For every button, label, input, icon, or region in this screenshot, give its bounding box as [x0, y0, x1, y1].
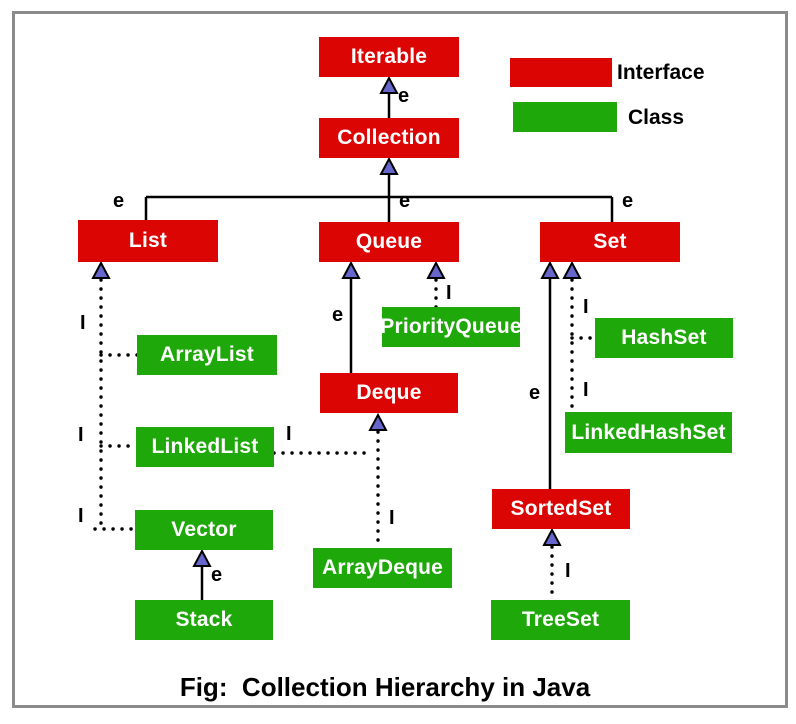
arrowhead-into-queue-from-priorityqueue: [426, 260, 446, 279]
node-deque: Deque: [320, 373, 458, 413]
connector-set-implementors: [570, 278, 597, 414]
edge-label-set-extends-collection: e: [622, 190, 634, 212]
edge-label-queue-extends-collection: e: [399, 190, 411, 212]
arrowhead-into-set-from-sortedset: [540, 260, 560, 279]
figure-caption: Fig: Collection Hierarchy in Java: [179, 672, 591, 702]
edge-label-arraylist-implements-list: I: [80, 312, 86, 334]
arrowhead-into-iterable: [379, 75, 399, 94]
dotted-implements-lines: [93, 278, 597, 602]
edge-label-deque-extends-queue: e: [332, 304, 344, 326]
node-iterable: Iterable: [319, 37, 459, 77]
arrowheads: [91, 75, 582, 567]
arrowhead-into-queue-from-deque: [341, 260, 361, 279]
arrowhead-into-vector: [192, 548, 212, 567]
edge-label-linkedlist-implements-deque: I: [286, 423, 292, 445]
connector-deque-implementors: [272, 430, 380, 550]
arrowhead-into-set-from-implementors: [562, 260, 582, 279]
arrowhead-into-sortedset: [542, 527, 562, 546]
edge-label-priorityqueue-implements-queue: I: [446, 282, 452, 304]
connector-branch-collection-list-queue-set: [144, 173, 614, 222]
node-priorityqueue: PriorityQueue: [380, 307, 522, 347]
legend-class-swatch: [513, 102, 617, 132]
arrowhead-into-list: [91, 260, 111, 279]
edge-label-hashset-implements-set: I: [583, 296, 589, 318]
edge-label-stack-extends-vector: e: [211, 564, 223, 586]
node-list: List: [78, 220, 218, 262]
node-linkedlist: LinkedList: [136, 427, 274, 467]
node-queue: Queue: [319, 222, 459, 262]
legend-class-label: Class: [628, 106, 685, 129]
legend-interface-swatch: [510, 58, 612, 87]
node-arraylist: ArrayList: [137, 335, 277, 375]
node-stack: Stack: [135, 600, 273, 640]
edge-label-treeset-implements-sortedset: I: [565, 560, 571, 582]
edge-label-collection-extends-iterable: e: [398, 85, 410, 107]
node-collection: Collection: [319, 118, 459, 158]
node-hashset: HashSet: [595, 318, 733, 358]
solid-extends-lines: [144, 92, 614, 600]
legend-interface-label: Interface: [617, 61, 705, 84]
node-vector: Vector: [135, 510, 273, 550]
edge-label-sortedset-extends-set: e: [529, 382, 541, 404]
node-arraydeque: ArrayDeque: [313, 548, 452, 588]
node-treeset: TreeSet: [491, 600, 630, 640]
node-set: Set: [540, 222, 680, 262]
node-linkedhashset: LinkedHashSet: [565, 412, 732, 453]
edge-label-list-extends-collection: e: [113, 190, 125, 212]
arrowhead-into-collection: [379, 156, 399, 175]
edge-label-linkedlist-implements-list: I: [78, 424, 84, 446]
edge-label-vector-implements-list: I: [78, 505, 84, 527]
edge-label-linkedhashset-implements-set: I: [583, 379, 589, 401]
arrowhead-into-deque: [368, 412, 388, 431]
connector-list-implementors: [93, 278, 139, 531]
node-sortedset: SortedSet: [492, 489, 630, 529]
edge-label-arraydeque-implements-deque: I: [389, 507, 395, 529]
